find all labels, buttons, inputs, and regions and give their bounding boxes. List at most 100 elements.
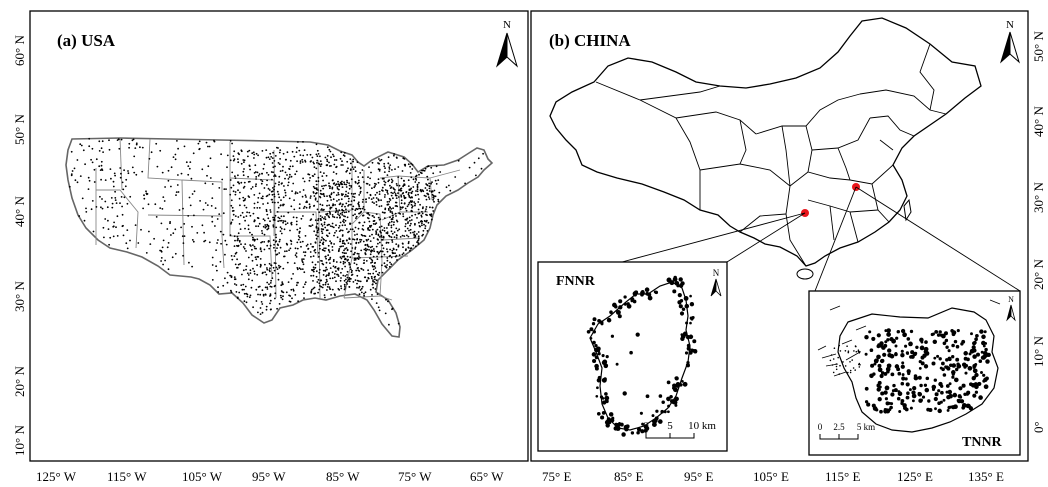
point-marker [869,348,874,353]
point-marker [315,270,318,273]
point-marker [261,289,264,292]
point-marker [241,288,244,291]
point-marker [427,178,429,181]
point-marker [397,244,400,247]
point-marker [847,350,850,353]
point-marker [853,350,855,352]
point-marker [187,173,190,176]
point-marker [430,213,433,216]
point-marker [124,185,127,188]
point-marker [419,171,422,174]
scale-label: 0 [643,420,649,432]
point-marker [271,272,274,274]
lon-label: 125° E [897,469,933,484]
point-marker [134,224,137,227]
point-marker [919,345,925,351]
point-marker [286,243,289,246]
point-marker [253,219,256,222]
point-marker [317,278,320,281]
point-marker [356,274,359,277]
point-marker [248,211,251,214]
point-marker [357,267,359,269]
point-marker [393,154,395,157]
point-marker [267,217,270,220]
point-marker [369,194,372,197]
point-marker [390,256,393,259]
point-marker [329,196,332,199]
point-marker [191,225,193,228]
point-marker [289,229,291,232]
point-marker [393,153,395,155]
point-marker [685,321,689,325]
point-marker [305,201,308,204]
point-marker [879,409,883,414]
point-marker [199,200,202,202]
point-marker [341,229,344,232]
point-marker [247,224,250,227]
point-marker [126,247,129,250]
point-marker [424,225,427,227]
point-marker [220,242,223,245]
point-marker [274,165,276,168]
point-marker [392,207,394,210]
point-marker [341,180,343,183]
point-marker [645,394,650,399]
point-marker [364,247,367,250]
point-marker [374,223,377,226]
point-marker [417,242,420,244]
point-marker [302,286,305,288]
point-marker [300,245,302,248]
lon-label: 105° E [753,469,789,484]
point-marker [100,164,103,167]
point-marker [323,294,326,296]
point-marker [127,172,130,175]
point-marker [181,235,184,238]
point-marker [315,167,318,170]
point-marker [980,350,984,354]
point-marker [868,330,872,334]
point-marker [618,299,623,304]
point-marker [905,382,910,387]
point-marker [203,240,206,243]
point-marker [945,390,949,394]
point-marker [378,241,381,244]
point-marker [253,157,255,159]
point-marker [394,212,397,215]
point-marker [940,390,944,395]
point-marker [284,191,287,194]
point-marker [901,376,906,381]
point-marker [372,279,374,281]
point-marker [331,288,334,291]
point-marker [421,234,424,237]
point-marker [408,194,410,197]
point-marker [251,259,254,262]
point-marker [359,172,362,174]
point-marker [348,230,350,233]
point-marker [294,254,297,257]
point-marker [287,178,290,180]
point-marker [272,225,275,228]
point-marker [277,216,280,219]
point-marker [290,243,293,245]
point-marker [930,332,934,337]
point-marker [343,279,346,282]
point-marker [314,242,317,244]
point-marker [278,175,281,178]
point-marker [366,243,369,246]
hainan-island [796,268,814,280]
point-marker [261,232,264,235]
point-marker [371,294,373,296]
point-marker [374,288,377,290]
point-marker [103,236,105,239]
point-marker [854,369,856,371]
point-marker [162,263,165,266]
point-marker [255,225,257,228]
point-marker [296,192,299,195]
point-marker [337,192,340,194]
point-marker [630,298,634,302]
point-marker [123,169,125,172]
point-marker [324,218,327,221]
point-marker [308,225,311,227]
point-marker [615,309,621,315]
point-marker [330,192,333,195]
